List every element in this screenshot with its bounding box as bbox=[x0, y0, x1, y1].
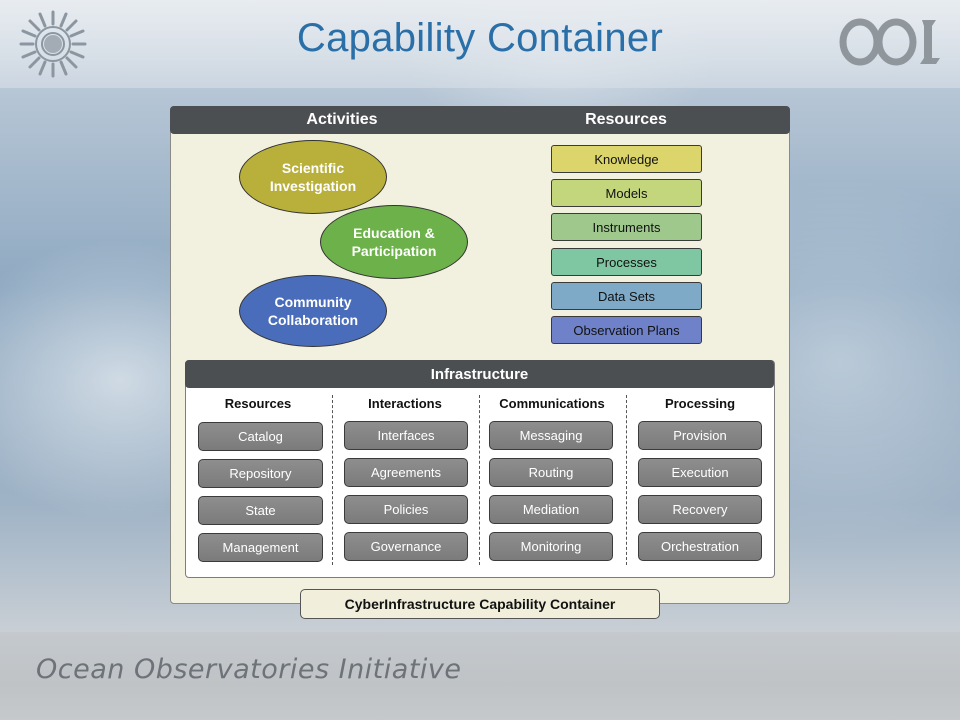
footer-title: Ocean Observatories Initiative bbox=[36, 654, 462, 685]
column-divider bbox=[626, 395, 627, 565]
infra-item-execution: Execution bbox=[638, 458, 762, 487]
activities-header: Activities bbox=[306, 111, 378, 128]
resource-instruments: Instruments bbox=[551, 213, 702, 241]
column-heading-communications: Communications bbox=[499, 396, 605, 411]
activity-education-participation: Education & Participation bbox=[320, 205, 468, 279]
footer-band bbox=[0, 632, 960, 720]
infra-item-governance: Governance bbox=[344, 532, 468, 561]
resources-header: Resources bbox=[585, 111, 667, 128]
column-heading-resources: Resources bbox=[224, 396, 292, 411]
infra-item-policies: Policies bbox=[344, 495, 468, 524]
infra-item-state: State bbox=[198, 496, 323, 525]
infra-item-catalog: Catalog bbox=[198, 422, 323, 451]
activity-label-line2: Collaboration bbox=[267, 312, 359, 328]
activity-label-line1: Community bbox=[274, 294, 352, 310]
ooi-logo bbox=[839, 18, 940, 66]
infra-item-interfaces: Interfaces bbox=[344, 421, 468, 450]
container-label: CyberInfrastructure Capability Container bbox=[300, 589, 660, 619]
activity-label-line2: Participation bbox=[351, 243, 437, 259]
panel-header-bar bbox=[170, 106, 790, 134]
resource-data-sets: Data Sets bbox=[551, 282, 702, 310]
infra-item-messaging: Messaging bbox=[489, 421, 613, 450]
column-heading-interactions: Interactions bbox=[368, 396, 442, 411]
infra-item-agreements: Agreements bbox=[344, 458, 468, 487]
column-divider bbox=[479, 395, 480, 565]
resource-processes: Processes bbox=[551, 248, 702, 276]
infra-item-orchestration: Orchestration bbox=[638, 532, 762, 561]
column-divider bbox=[332, 395, 333, 565]
activity-label-line1: Education & bbox=[353, 225, 435, 241]
nsf-seal-logo bbox=[19, 10, 87, 78]
resource-models: Models bbox=[551, 179, 702, 207]
infra-item-mediation: Mediation bbox=[489, 495, 613, 524]
infra-item-repository: Repository bbox=[198, 459, 323, 488]
column-heading-processing: Processing bbox=[664, 396, 736, 411]
activity-label-line2: Investigation bbox=[269, 178, 357, 194]
activity-label-line1: Scientific bbox=[281, 160, 345, 176]
infra-item-recovery: Recovery bbox=[638, 495, 762, 524]
infrastructure-header: Infrastructure bbox=[185, 360, 774, 388]
infra-item-management: Management bbox=[198, 533, 323, 562]
infra-item-monitoring: Monitoring bbox=[489, 532, 613, 561]
resource-knowledge: Knowledge bbox=[551, 145, 702, 173]
infra-item-provision: Provision bbox=[638, 421, 762, 450]
title-band bbox=[0, 0, 960, 88]
page-title: Capability Container bbox=[296, 16, 664, 60]
resource-observation-plans: Observation Plans bbox=[551, 316, 702, 344]
infra-item-routing: Routing bbox=[489, 458, 613, 487]
